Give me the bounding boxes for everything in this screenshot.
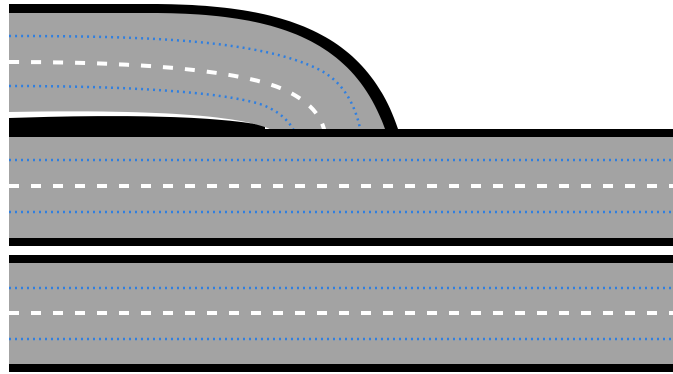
- ramp-lane-edge-inner: [8, 84, 304, 163]
- main-carriageway-bottom-curb: [9, 238, 673, 246]
- ramp-lane-divider: [8, 60, 328, 141]
- main-carriageway: [9, 129, 673, 246]
- lower-carriageway-top-curb: [9, 255, 673, 263]
- ramp-asphalt: [9, 13, 385, 129]
- ramp-lane-edge-outer: [8, 34, 366, 161]
- lower-carriageway: [9, 255, 673, 372]
- main-carriageway-top-curb: [9, 129, 673, 137]
- lower-carriageway-bottom-curb: [9, 364, 673, 372]
- ramp-road: [8, 4, 673, 163]
